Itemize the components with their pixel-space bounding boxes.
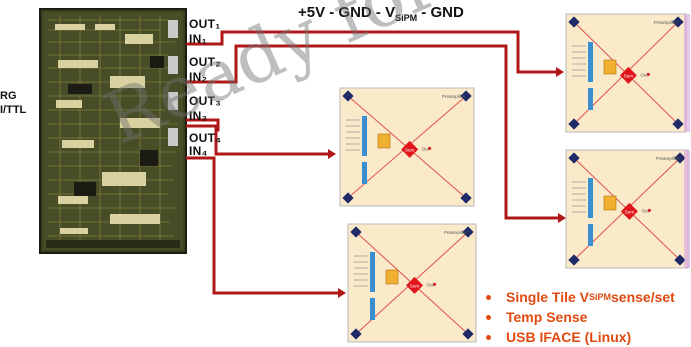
tile-edge	[684, 150, 690, 268]
in4-label: IN₄	[189, 145, 208, 157]
preamplifier-label: Preamplifier	[442, 94, 467, 99]
tile-edge	[684, 14, 690, 132]
wire-out4	[186, 158, 338, 293]
bullet-icon	[486, 315, 491, 320]
supply-label: +5V - GND - VSiPM - GND	[298, 4, 464, 23]
out-label: Out	[427, 282, 435, 287]
preamplifier-label: Preamplifier	[656, 156, 681, 161]
left-label-rg: RG	[0, 90, 17, 102]
out1-label: OUT₁	[189, 18, 221, 30]
connector-bank	[588, 42, 593, 82]
sum-label: Sum	[405, 147, 415, 152]
sum-label: Sum	[410, 283, 420, 288]
in2-label: IN₂	[189, 71, 207, 83]
sum-label: Sum	[624, 73, 634, 78]
tile-out4: Sum Out Preamplifier	[348, 224, 476, 342]
feature-item: Temp Sense	[486, 307, 675, 327]
wire-out1	[186, 32, 556, 72]
out-label: Out	[422, 146, 430, 151]
feature-item: USB IFACE (Linux)	[486, 327, 675, 347]
connector-bank	[370, 252, 375, 292]
preamplifier-label: Preamplifier	[444, 230, 469, 235]
out-label: Out	[640, 72, 648, 77]
connector-bank	[362, 162, 367, 184]
bullet-icon	[486, 295, 491, 300]
readout-board	[40, 9, 186, 253]
tile-out3: Sum Out Preamplifier	[340, 88, 474, 206]
connector-bank	[370, 298, 375, 320]
sum-label: Sum	[625, 209, 635, 214]
out2-label: OUT₂	[189, 56, 221, 68]
out-label: Out	[641, 208, 649, 213]
out3-label: OUT₃	[189, 95, 221, 107]
in1-label: IN₁	[189, 33, 207, 45]
connector-bank	[588, 224, 593, 246]
left-label-ttl: I/TTL	[0, 104, 26, 116]
connector-bank	[362, 116, 367, 156]
tile-out2: Sum Out Preamplifier	[566, 150, 688, 268]
connector-bank	[588, 88, 593, 110]
bullet-icon	[486, 335, 491, 340]
preamplifier-label: Preamplifier	[654, 20, 679, 25]
out4-label: OUT₄	[189, 132, 221, 144]
in3-label: IN₃	[189, 110, 207, 122]
tile-out1: Sum Out Preamplifier	[566, 14, 686, 132]
connector-bank	[588, 178, 593, 218]
